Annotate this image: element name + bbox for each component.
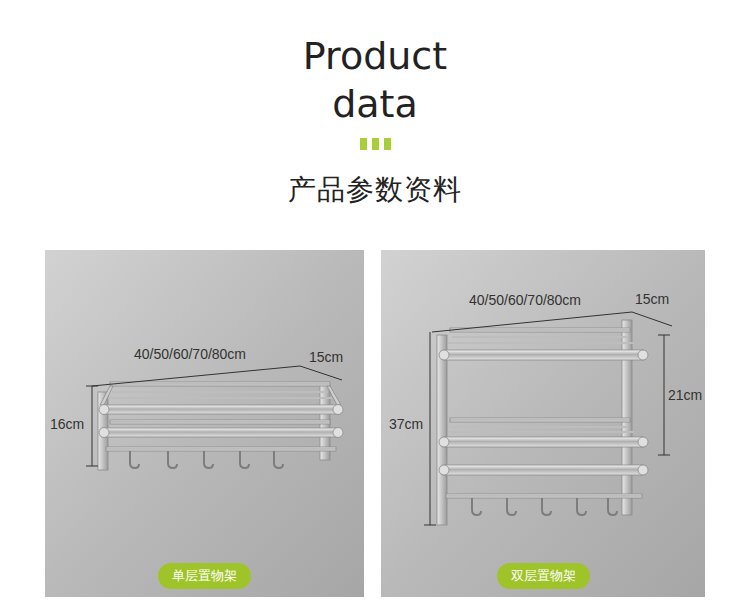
page-title: Product data [280, 32, 470, 128]
category-pill: 双层置物架 [497, 563, 590, 589]
dimension-label: 21cm [668, 387, 702, 403]
subtitle: 产品参数资料 [288, 171, 462, 209]
dimension-label: 40/50/60/70/80cm [469, 292, 581, 308]
double-shelf [437, 320, 648, 525]
photo-panel [381, 250, 705, 597]
accent-bars [360, 138, 391, 150]
dimension-label: 37cm [389, 416, 423, 432]
dimension-label: 15cm [635, 291, 669, 307]
category-label: 双层置物架 [511, 567, 576, 585]
dimension-label: 40/50/60/70/80cm [134, 346, 246, 362]
single-shelf [98, 382, 343, 470]
dimension-label: 16cm [50, 416, 84, 432]
dimension-label: 15cm [309, 349, 343, 365]
category-pill: 单层置物架 [158, 563, 251, 589]
category-label: 单层置物架 [172, 567, 237, 585]
photo-panel [45, 250, 364, 597]
dimension-lines [86, 312, 672, 525]
